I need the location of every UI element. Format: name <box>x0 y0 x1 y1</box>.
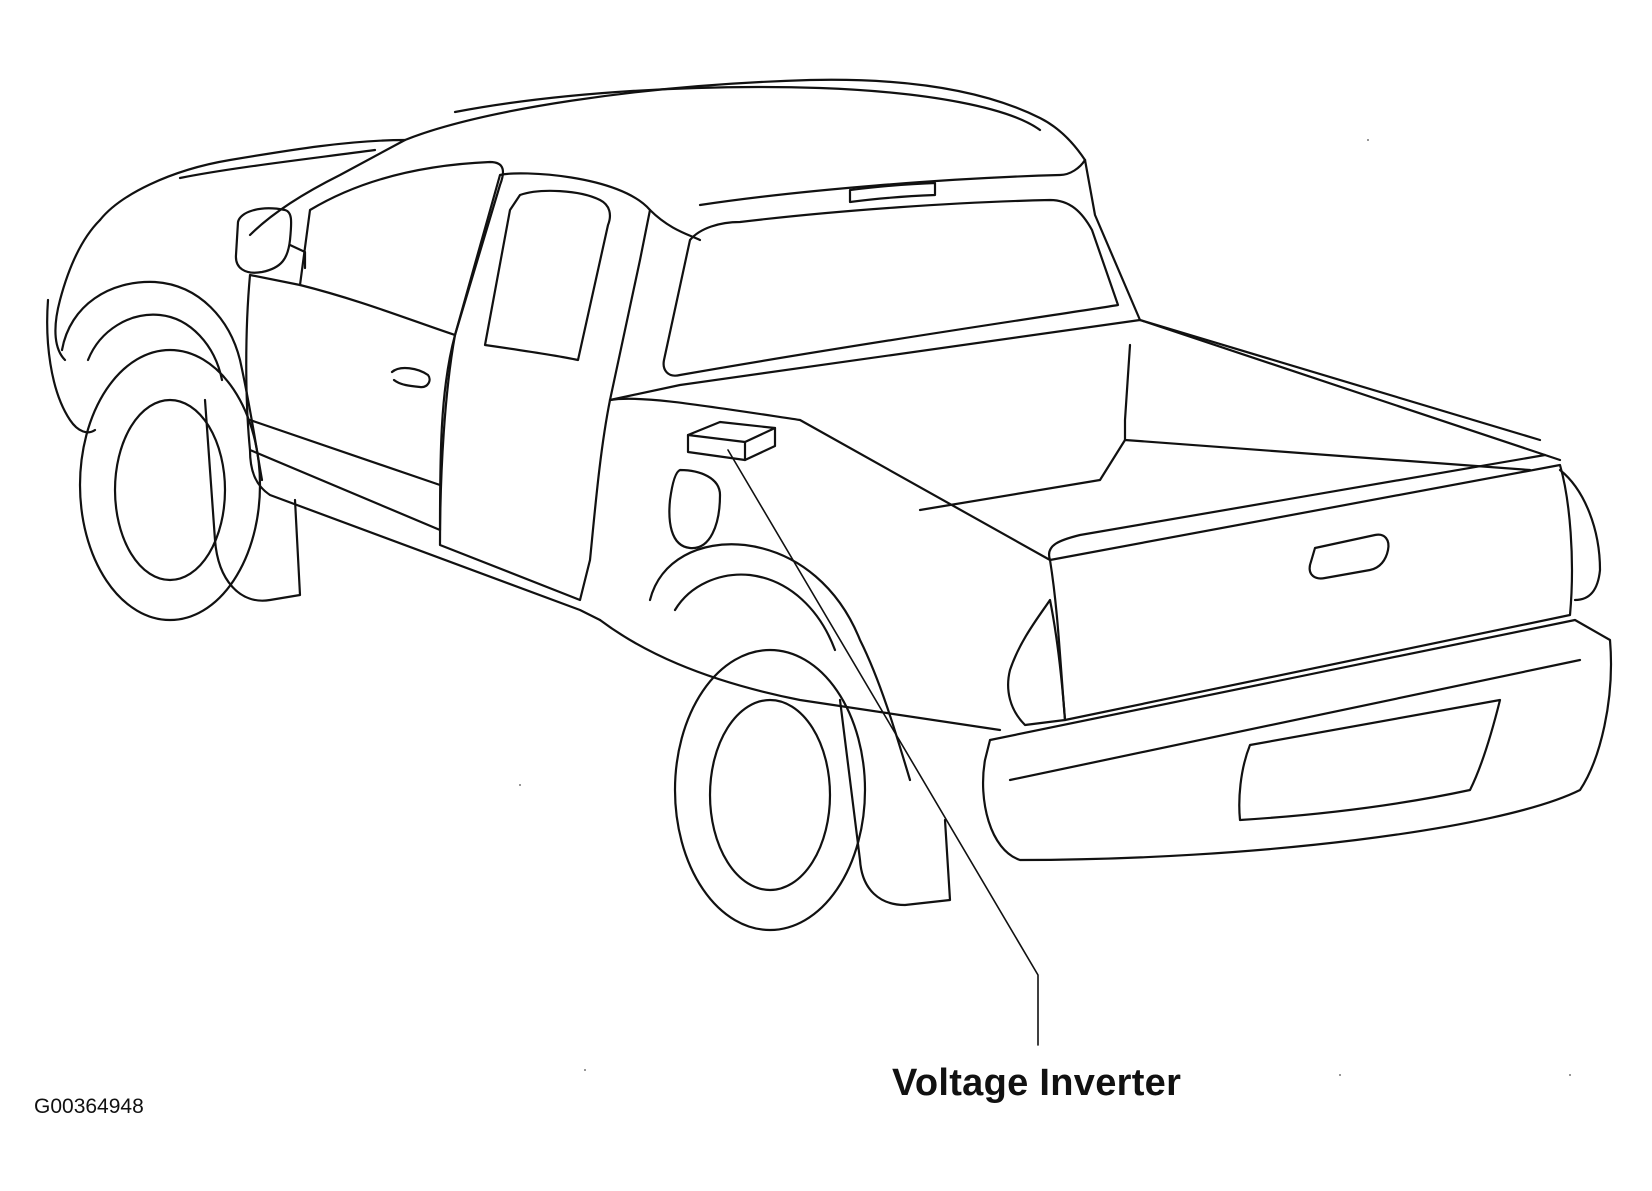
truck-illustration <box>46 78 1613 932</box>
rear-bumper <box>981 618 1613 862</box>
fuel-door <box>668 468 722 550</box>
front-rim <box>113 398 227 582</box>
front-nose <box>54 218 102 362</box>
callout-label-voltage-inverter: Voltage Inverter <box>892 1062 1182 1104</box>
front-mudflap <box>203 398 302 602</box>
inverter-side <box>743 426 777 462</box>
bed-inner-side <box>1138 318 1542 442</box>
front-arch-inner <box>86 313 224 382</box>
roof-rear-edge <box>698 158 1087 207</box>
side-mirror <box>234 207 293 274</box>
rear-bumper-step <box>1238 698 1502 822</box>
hood-crease <box>178 148 377 180</box>
rear-mudflap <box>838 698 952 907</box>
front-fender-flare <box>60 280 264 482</box>
bed-inner-front <box>1123 343 1132 442</box>
inverter-top <box>686 420 777 444</box>
bed-rail <box>608 318 1562 462</box>
tail-light <box>1007 598 1067 727</box>
voltage-inverter-box <box>686 420 777 462</box>
cab-roof-inner <box>453 85 1042 132</box>
tailgate-handle <box>1308 533 1390 580</box>
hood <box>98 138 407 237</box>
tailgate-top <box>1047 453 1547 562</box>
front-door-outline <box>245 273 457 532</box>
rear-door-outline <box>438 172 652 602</box>
rear-door-window <box>483 189 611 362</box>
c-pillar <box>648 208 702 242</box>
rear-arch-inner <box>673 573 837 652</box>
front-door-window <box>298 160 505 337</box>
rear-rim <box>708 698 832 892</box>
inverter-front <box>686 433 747 462</box>
front-bumper <box>46 298 97 434</box>
cab-back-pillar <box>1083 158 1142 322</box>
bed-side-lower <box>598 618 1002 732</box>
callout-leader-line <box>727 449 1039 1046</box>
bed-floor-rear <box>918 438 1127 512</box>
bed-floor-edge <box>1123 438 1532 472</box>
bumper-crease <box>1008 658 1582 782</box>
tailgate <box>1048 463 1574 722</box>
right-tail-light <box>1558 468 1602 602</box>
cab-roof <box>403 78 1087 162</box>
figure-id: G00364948 <box>34 1095 144 1118</box>
side-body-crease <box>248 418 442 487</box>
rear-window <box>662 198 1120 377</box>
rocker-panel <box>248 448 602 622</box>
front-door-handle <box>390 366 431 389</box>
rear-fender-flare <box>648 543 912 782</box>
bed-side-top <box>608 397 1052 562</box>
third-brake-light <box>848 181 937 204</box>
scan-specks <box>519 139 1571 1076</box>
rear-tire <box>673 648 867 932</box>
